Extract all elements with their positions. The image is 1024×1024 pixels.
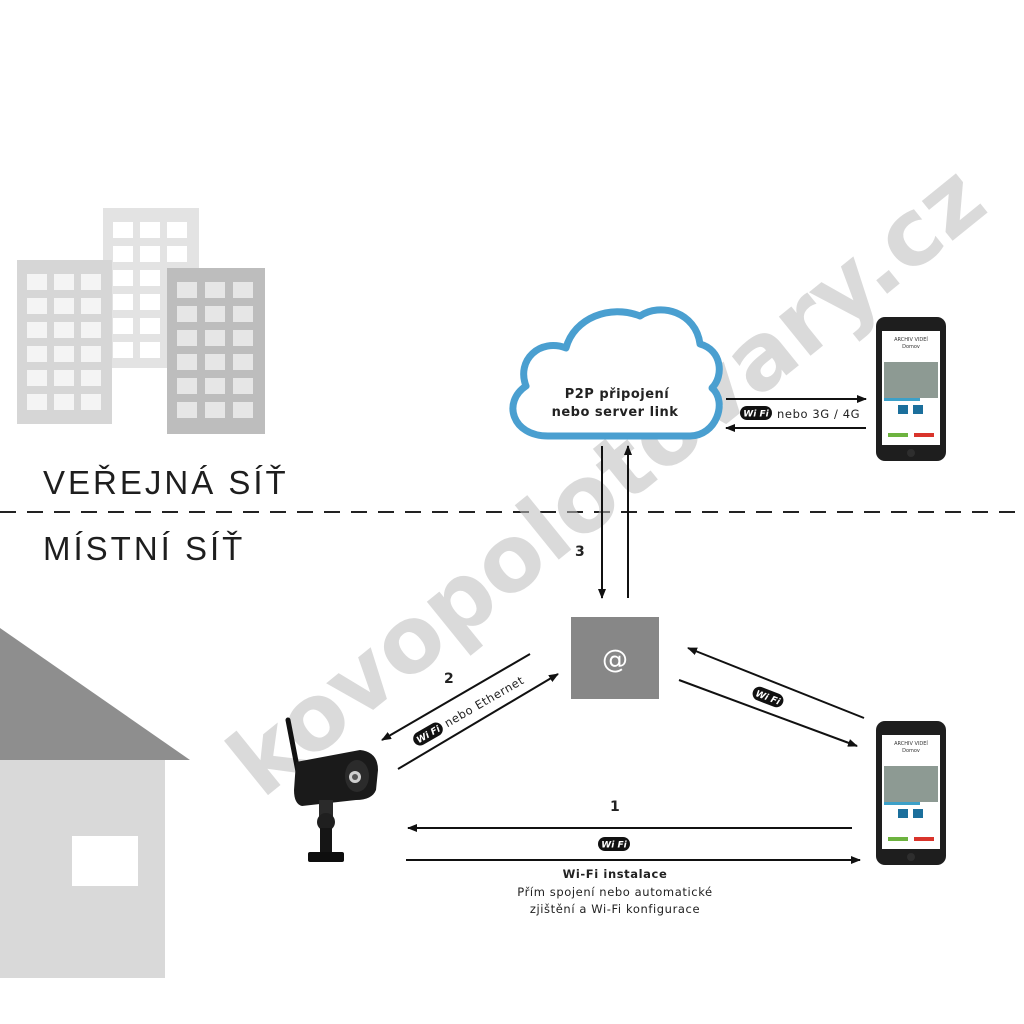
wifi-badge-icon: Wi Fi <box>598 837 630 851</box>
phone-screen-title: ARCHIV VIDEÍ <box>894 336 928 343</box>
step-2-label: 2 <box>444 671 454 687</box>
phone-screen-subtitle: Domov <box>902 344 920 350</box>
router-box: @ <box>571 617 659 699</box>
wifi-badge-text: Wi Fi <box>601 841 627 851</box>
watermark: kovopolotovary.cz <box>209 144 1005 817</box>
phone-cancel-button <box>914 433 934 437</box>
cloud-icon: P2P připojení nebo server link <box>509 306 723 440</box>
wifi-badge-text: Wi Fi <box>743 410 769 420</box>
wifi-badge-icon <box>413 722 443 746</box>
public-network-label: VEŘEJNÁ SÍŤ <box>43 464 289 501</box>
phone-video-thumbnail <box>884 362 938 398</box>
remote-smartphone: ARCHIV VIDEÍ Domov <box>876 317 946 461</box>
at-symbol: @ <box>602 645 628 675</box>
wifi-badge-icon: Wi Fi <box>752 686 784 708</box>
house-icon <box>0 628 190 978</box>
install-desc-line2: zjištění a Wi-Fi konfigurace <box>530 902 700 916</box>
phone-screen-subtitle: Domov <box>902 748 920 754</box>
cloud-label-line1: P2P připojení <box>565 387 671 402</box>
arrow-camera-to-router <box>397 673 559 770</box>
ip-camera-icon <box>285 717 378 862</box>
step-1-label: 1 <box>610 799 620 815</box>
arrow-phone-to-router <box>687 647 865 719</box>
volume-icon <box>913 809 923 818</box>
home-button-icon <box>907 449 915 457</box>
wifi-badge-icon: Wi Fi <box>740 406 772 420</box>
cloud-phone-link-label: nebo 3G / 4G <box>777 407 860 421</box>
home-button-icon <box>907 853 915 861</box>
phone-ok-button <box>888 433 908 437</box>
phone-cancel-button <box>914 837 934 841</box>
phone-ok-button <box>888 837 908 841</box>
building-front <box>167 268 265 434</box>
local-smartphone: ARCHIV VIDEÍ Domov <box>876 721 946 865</box>
volume-icon <box>913 405 923 414</box>
local-network-label: MÍSTNÍ SÍŤ <box>43 530 245 567</box>
install-title: Wi-Fi instalace <box>563 867 668 881</box>
phone-video-thumbnail <box>884 766 938 802</box>
install-desc-line1: Přím spojení nebo automatické <box>517 885 713 899</box>
cloud-label-line2: nebo server link <box>552 405 679 420</box>
play-icon <box>898 809 908 818</box>
play-icon <box>898 405 908 414</box>
arrow-router-to-phone <box>678 679 858 747</box>
step-3-label: 3 <box>575 544 585 560</box>
arrow-router-to-camera <box>381 653 531 741</box>
phone-screen-title: ARCHIV VIDEÍ <box>894 740 928 747</box>
office-buildings <box>17 208 265 434</box>
building-left <box>17 260 112 424</box>
house-window <box>72 836 138 886</box>
